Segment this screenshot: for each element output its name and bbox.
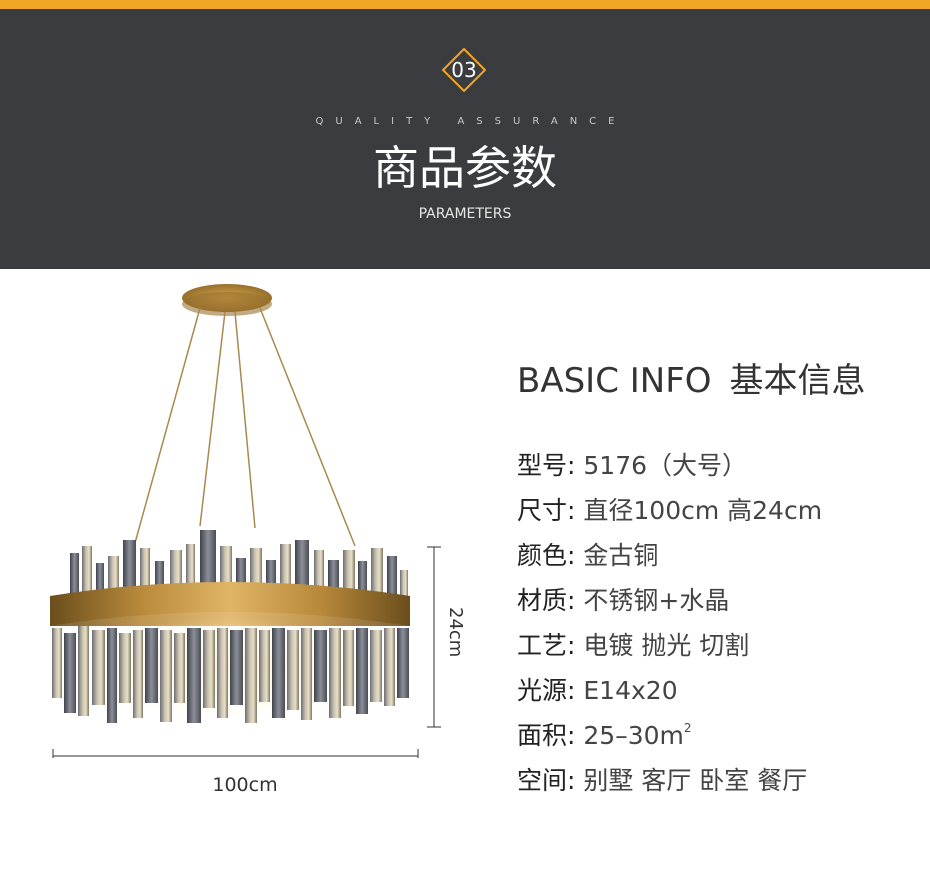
spec-row-size: 尺寸: 直径100cm 高24cm (517, 488, 917, 533)
page-title: 商品参数 (373, 141, 557, 195)
spec-row-material: 材质: 不锈钢+水晶 (517, 578, 917, 623)
spec-list: 型号: 5176（大号） 尺寸: 直径100cm 高24cm 颜色: 金古铜 材… (517, 443, 917, 803)
spec-row-space: 空间: 别墅 客厅 卧室 餐厅 (517, 758, 917, 803)
spec-value: 25–30m2 (583, 721, 691, 750)
spec-label: 尺寸: (517, 496, 576, 525)
top-accent-strip (0, 0, 930, 9)
spec-label: 光源: (517, 676, 576, 705)
section-subtitle: QUALITY ASSURANCE (315, 116, 627, 127)
spec-label: 空间: (517, 766, 576, 795)
spec-label: 材质: (517, 586, 576, 615)
area-value: 25–30m (583, 721, 684, 750)
spec-value: 不锈钢+水晶 (583, 586, 730, 615)
spec-value: 直径100cm 高24cm (583, 496, 823, 525)
spec-value: 5176（大号） (583, 451, 748, 480)
basic-info-title-en: BASIC INFO (517, 361, 712, 401)
spec-value: 金古铜 (583, 541, 659, 570)
diamond-frame-icon (442, 48, 486, 92)
spec-row-model: 型号: 5176（大号） (517, 443, 917, 488)
page-subtitle: PARAMETERS (418, 206, 512, 222)
spec-label: 型号: (517, 451, 576, 480)
spec-value: 电镀 抛光 切割 (583, 631, 750, 660)
spec-label: 颜色: (517, 541, 576, 570)
width-dimension-label: 100cm (212, 774, 278, 796)
height-dimension-label: 24cm (445, 607, 466, 658)
basic-info-title-cn: 基本信息 (729, 361, 866, 401)
spec-label: 面积: (517, 721, 576, 750)
section-number-badge: 03 (442, 48, 486, 92)
spec-label: 工艺: (517, 631, 576, 660)
spec-row-color: 颜色: 金古铜 (517, 533, 917, 578)
spec-row-craft: 工艺: 电镀 抛光 切割 (517, 623, 917, 668)
spec-row-area: 面积: 25–30m2 (517, 713, 917, 758)
area-unit-superscript: 2 (683, 721, 692, 735)
basic-info-heading: BASIC INFO 基本信息 (517, 353, 866, 402)
spec-value: 别墅 客厅 卧室 餐厅 (583, 766, 808, 795)
chandelier-image (50, 284, 441, 758)
section-number: 03 (451, 58, 477, 82)
spec-value: E14x20 (583, 676, 678, 705)
section-header (0, 9, 930, 269)
spec-row-light-source: 光源: E14x20 (517, 668, 917, 713)
